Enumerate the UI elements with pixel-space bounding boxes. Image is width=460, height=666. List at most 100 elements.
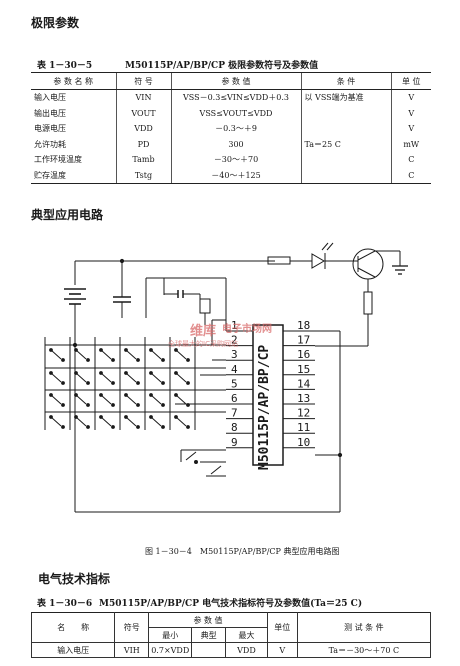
key-contact — [49, 371, 53, 375]
key-contact — [174, 393, 178, 397]
row-symbol: VOUT — [115, 105, 171, 121]
row-condition — [300, 152, 391, 168]
row-unit: V — [266, 642, 298, 658]
key-switch — [75, 349, 87, 360]
row-condition — [300, 167, 391, 184]
key-switch — [50, 416, 62, 427]
pin-number: 11 — [297, 421, 310, 434]
key-contact — [61, 425, 65, 429]
key-switch — [100, 372, 112, 383]
pin-number: 8 — [231, 421, 238, 434]
row-condition — [300, 121, 391, 137]
col-header-values: 参 数 值 — [148, 612, 268, 628]
pin-number: 15 — [297, 363, 310, 376]
row-value: －0.3～＋9 — [170, 121, 301, 137]
key-switch — [75, 416, 87, 427]
key-contact — [149, 348, 153, 352]
key-contact — [186, 381, 190, 385]
led-icon — [311, 253, 325, 269]
key-contact — [61, 358, 65, 362]
key-contact — [161, 358, 165, 362]
col-header-max: 最大 — [225, 627, 268, 643]
table-5-number: 表 1－30－5 — [37, 61, 93, 71]
row-symbol: Tamb — [115, 152, 171, 168]
row-name: 电源电压 — [34, 124, 66, 134]
row-value: VSS－0.3≤VIN≤VDD＋0.3 — [170, 89, 301, 106]
key-contact — [86, 358, 90, 362]
led-light-icon — [321, 242, 329, 251]
table-row: 允许功耗 PD 300 Ta＝25 C mW — [31, 136, 431, 152]
chip-label: M50115P/AP/BP/CP — [257, 345, 272, 470]
watermark-line2: 全球最大的IC采购网站 — [168, 339, 238, 348]
key-switch — [125, 416, 137, 427]
key-switch — [75, 394, 87, 405]
key-switch — [125, 349, 137, 360]
pin-number: 16 — [297, 348, 310, 361]
key-contact — [136, 425, 140, 429]
key-contact — [99, 415, 103, 419]
col-header-min: 最小 — [148, 627, 193, 643]
key-contact — [124, 371, 128, 375]
table-row: 输入电压 VIH 0.7×VDD VDD V Ta＝－30～＋70 C — [30, 642, 432, 658]
pin-number: 3 — [231, 348, 238, 361]
key-contact — [49, 393, 53, 397]
row-value: VSS≤VOUT≤VDD — [170, 105, 301, 121]
table-row: 输入电压 VIN VSS－0.3≤VIN≤VDD＋0.3 以 VSS端为基准 V — [31, 89, 431, 106]
switch-lever — [185, 451, 197, 461]
figure-caption: 图 1－30－4 M50115P/AP/BP/CP 典型应用电路图 — [145, 547, 340, 556]
transistor-lead — [357, 267, 376, 278]
key-switch — [175, 394, 187, 405]
key-contact — [61, 381, 65, 385]
key-contact — [111, 381, 115, 385]
watermark-brand: 维库 — [190, 323, 216, 339]
watermark-line1: 电子市场网 — [222, 322, 272, 335]
key-contact — [161, 403, 165, 407]
pin-number: 4 — [231, 363, 238, 376]
key-contact — [174, 415, 178, 419]
row-condition — [300, 105, 391, 121]
table-5-title: M50115P/AP/BP/CP 极限参数符号及参数值 — [125, 61, 319, 71]
row-symbol: VIN — [115, 89, 171, 106]
key-contact — [174, 371, 178, 375]
key-switch — [125, 394, 137, 405]
row-max: VDD — [225, 642, 268, 658]
row-symbol: VDD — [115, 121, 171, 137]
col-header-typ: 典型 — [191, 627, 227, 643]
key-contact — [186, 425, 190, 429]
switch-lever — [210, 465, 222, 475]
pin-number: 5 — [231, 377, 238, 390]
row-unit: V — [390, 105, 431, 121]
pin-number: 14 — [297, 377, 311, 390]
resistor-icon — [363, 291, 373, 315]
key-contact — [111, 358, 115, 362]
pin-number: 10 — [297, 436, 310, 449]
key-switch — [100, 349, 112, 360]
key-contact — [111, 403, 115, 407]
col-header-value: 参 数 值 — [170, 72, 301, 90]
row-unit: mW — [390, 136, 431, 152]
col-header-unit: 单位 — [266, 612, 298, 643]
pin-number: 12 — [297, 407, 310, 420]
key-contact — [149, 371, 153, 375]
col-header-unit: 单 位 — [390, 72, 431, 90]
key-switch — [175, 349, 187, 360]
row-value: 300 — [170, 136, 301, 152]
section-title-absolute-limits: 极限参数 — [31, 16, 80, 30]
ic-chip-body — [252, 324, 284, 466]
key-contact — [149, 415, 153, 419]
table-row: 输出电压 VOUT VSS≤VOUT≤VDD V — [31, 105, 431, 121]
transistor-lead — [357, 250, 376, 261]
key-switch — [150, 394, 162, 405]
pin-number: 1 — [231, 319, 238, 332]
key-switch — [100, 416, 112, 427]
key-contact — [186, 358, 190, 362]
table-row: 工作环境温度 Tamb －30～＋70 C — [31, 152, 431, 168]
row-value: －40～＋125 — [170, 167, 301, 184]
key-switch — [50, 349, 62, 360]
key-contact — [86, 425, 90, 429]
junction-dot — [72, 342, 78, 348]
row-name: 工作环境温度 — [34, 155, 82, 165]
key-contact — [49, 415, 53, 419]
row-symbol: VIH — [114, 642, 150, 658]
